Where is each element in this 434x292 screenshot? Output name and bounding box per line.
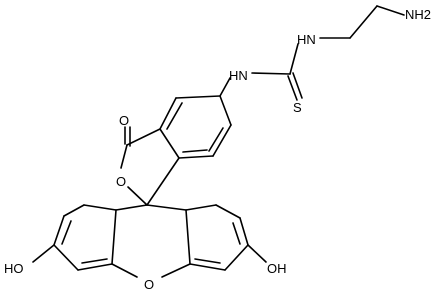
nh-mid-label: HN <box>229 68 248 83</box>
xanthene-left-ring <box>32 204 148 278</box>
xanthene-oxygen-label: O <box>144 277 154 292</box>
nh2-label: NH2 <box>405 7 431 22</box>
benzo-ring <box>159 95 232 159</box>
lactone-oxygen-label: O <box>116 174 126 189</box>
lactone-ring <box>120 126 180 206</box>
sulfur-label: S <box>293 100 302 115</box>
hydroxyl-left-label: HO <box>4 261 24 276</box>
aminoethyl-chain <box>219 5 405 101</box>
carbonyl-oxygen-label: O <box>119 113 129 128</box>
nh-top-label: HN <box>297 32 316 47</box>
xanthene-right-ring <box>146 204 267 278</box>
atom-labels: NH2 HN HN S O O O HO OH <box>4 7 431 292</box>
hydroxyl-right-label: OH <box>267 261 287 276</box>
